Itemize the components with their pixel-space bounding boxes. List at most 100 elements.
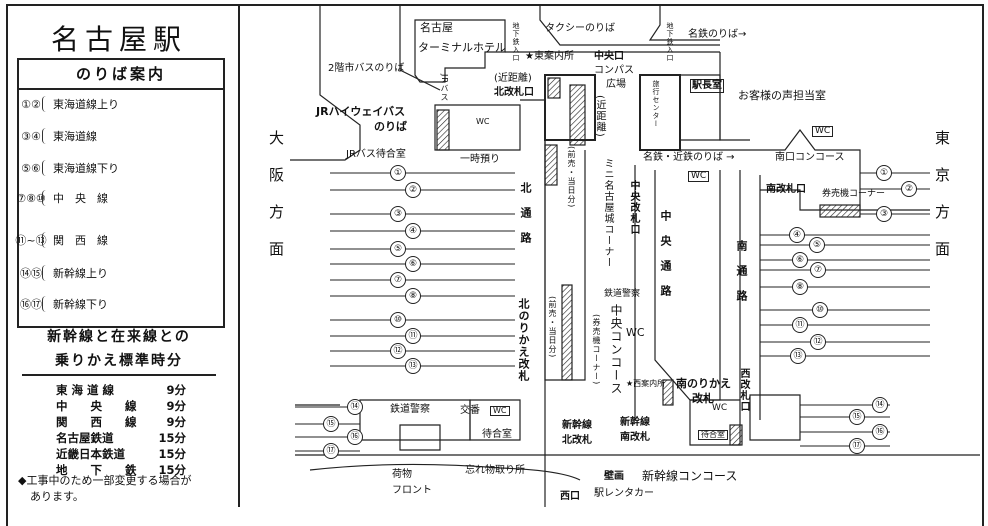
central-exit: 中央口 [594,51,624,62]
platform-numbers-text: ③④ [21,129,41,143]
platform-number-east: ⑫ [810,334,826,350]
railway-police-central: 鉄道警察 [604,289,641,299]
south-passage: 南通路 [735,240,748,315]
line-name: 東海道線 [53,130,97,143]
compass-plaza-1: コンパス [594,65,634,76]
mini-nagoya-castle-corner: ミニ名古屋城コーナー [602,158,613,268]
wc-north: WC [476,117,490,126]
platform-guide-heading: のりば案内 [19,60,223,90]
platform-number-west: ② [405,182,421,198]
brace [42,160,47,176]
platform-number-west: ① [390,165,406,181]
construction-note-1: ◆工事中のため一部変更する場合が [18,474,192,487]
jr-bus-label: JRバス [440,74,449,102]
rent-a-car: 駅レンタカー [594,488,654,499]
jr-bus-waiting-room: JRバス待合室 [346,149,406,160]
transfer-line: 名古屋鉄道 [56,431,114,445]
shinkansen-north-gate-2: 北改札 [562,435,592,446]
police-box: 交番 [460,405,480,416]
north-passage: 北通路 [519,182,532,257]
shinkansen-south-gate-1: 新幹線 [620,417,650,428]
line-name: 中 央 線 [53,192,108,205]
advance-tickets-south: (前売・当日分) [548,296,557,359]
platform-number-east: ⑭ [872,397,888,413]
travel-center: 旅行センター [652,80,660,128]
south-concourse: 南口コンコース [775,152,845,163]
platform-numbers-text: ⑭⑮ [20,266,42,280]
platform-numbers-text: ⑪~⑬ [15,233,47,247]
platform-number-east: ① [876,165,892,181]
transfer-time: 9分 [166,415,186,429]
baggage-storage: 一時預り [460,154,500,165]
transfer-time: 15分 [158,431,186,445]
platform-number-east: ⑯ [872,424,888,440]
map-frame [6,4,984,526]
platform-guide-row: ⑭⑮ 新幹線上り [20,265,108,281]
platform-number-east: ⑤ [809,237,825,253]
platform-number-west: ⑰ [323,443,339,459]
central-concourse: 中央コンコース [609,304,623,395]
transfer-time: 15分 [158,463,186,477]
platform-number-west: ⑫ [390,343,406,359]
platform-number-west: ⑤ [390,241,406,257]
platform-number-east: ④ [789,227,805,243]
transfer-line: 関 西 線 [56,415,137,429]
line-name: 新幹線上り [53,267,108,280]
platform-numbers-text: ①② [21,97,41,111]
hotel-label-2: ターミナルホテル [418,41,506,54]
transfer-row: 名古屋鉄道 15分 [56,430,186,446]
highway-bus-2: のりば [374,120,407,133]
hotel-label-1: 名古屋 [420,21,453,34]
east-info-center: ★東案内所 [525,51,574,62]
compass-plaza-2: 広場 [606,79,626,90]
wc-central-concourse: WC [626,326,645,339]
platform-number-west: ⑧ [405,288,421,304]
meitetsu-platform: 名鉄のりば→ [688,29,747,40]
platform-tracks [295,172,930,452]
platform-number-west: ③ [390,206,406,222]
platform-guide: のりば案内 [17,58,225,328]
west-gate: 西改札口 [738,368,749,412]
short-distance-north: (近距離) [494,73,532,84]
central-passage: 中央通路 [659,210,672,310]
platform-guide-row: ⑪~⑬ 関 西 線 [15,232,108,248]
platform-guide-row: ③④ 東海道線 [21,128,97,144]
meitetsu-kintetsu-platform: 名鉄・近鉄のりば → [643,152,735,163]
transfer-divider [22,374,216,376]
platform-number-west: ⑪ [405,328,421,344]
construction-note-2: あります。 [30,490,84,503]
transfer-line: 近畿日本鉄道 [56,447,125,461]
brace [42,96,47,112]
platform-numbers-text: ⑦⑧⑩ [16,191,46,205]
central-gate: 中央改札口 [628,180,639,235]
wc-west: WC [490,406,510,416]
wc-southeast: WC [812,126,834,137]
transfer-row: 近畿日本鉄道 15分 [56,446,186,462]
stationmaster-office: 駅長室 [690,79,724,93]
transfer-time: 15分 [158,447,186,461]
transfer-line: 東 海 道 線 [56,383,115,397]
shinkansen-concourse: 新幹線コンコース [642,469,738,483]
west-exit: 西口 [560,491,580,502]
line-name: 関 西 線 [53,234,108,247]
transfer-title-2: 乗りかえ標準時分 [55,353,183,369]
platform-numbers-text: ⑤⑥ [21,161,41,175]
waiting-room-south: 待合室 [698,430,728,440]
customer-voice-office: お客様の声担当室 [738,89,826,102]
north-gate: 北改札口 [494,87,534,98]
brace [42,296,47,312]
platform-number-west: ④ [405,223,421,239]
transfer-line: 中 央 線 [56,399,137,413]
ticket-machine-corner-central: (券売機コーナー) [592,314,601,386]
brace [42,265,47,281]
platform-number-east: ② [901,181,917,197]
ticket-machine-corner-south: 券売機コーナー [822,189,886,199]
platform-guide-row: ⑦⑧⑩ 中 央 線 [16,190,108,206]
platform-number-west: ⑯ [347,429,363,445]
station-map [290,4,980,507]
shinkansen-south-gate-2: 南改札 [620,432,650,443]
west-info-center: ★西案内所 [626,379,666,388]
mural: 壁画 [604,471,624,482]
